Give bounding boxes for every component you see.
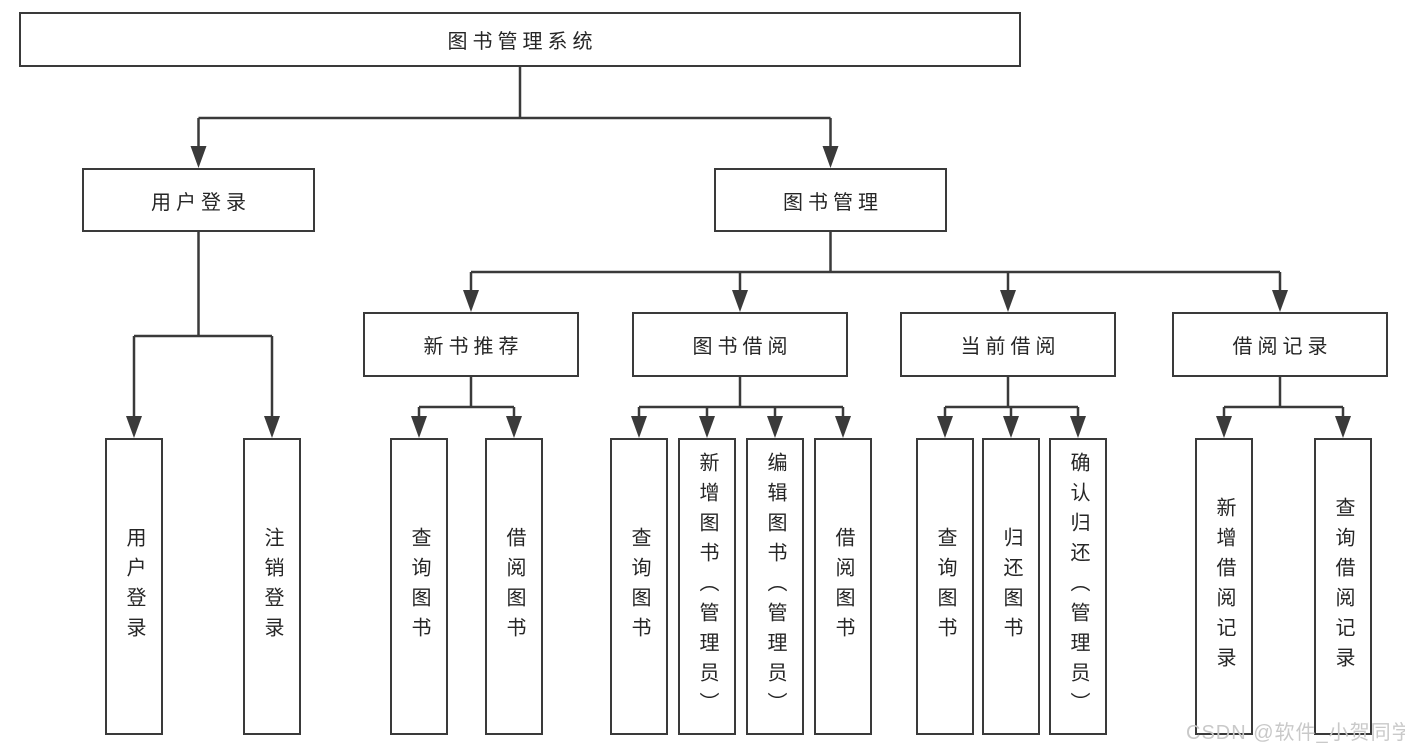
leaf-edit-book-admin-label: 编辑图书（管理员） — [764, 451, 786, 722]
leaf-borrow-books-recommend-label: 借阅图书 — [503, 526, 525, 647]
leaf-borrow-books-label: 借阅图书 — [832, 526, 854, 647]
leaf-return-book: 归还图书 — [982, 438, 1040, 735]
leaf-query-books-borrow-label: 查询图书 — [628, 526, 650, 647]
leaf-add-borrow-record: 新增借阅记录 — [1195, 438, 1253, 735]
node-book-borrow: 图书借阅 — [632, 312, 848, 377]
leaf-query-books-borrow: 查询图书 — [610, 438, 668, 735]
node-borrow-records: 借阅记录 — [1172, 312, 1388, 377]
leaf-add-borrow-record-label: 新增借阅记录 — [1213, 496, 1235, 677]
leaf-query-borrow-record: 查询借阅记录 — [1314, 438, 1372, 735]
node-new-book-recommend: 新书推荐 — [363, 312, 579, 377]
leaf-query-borrow-record-label: 查询借阅记录 — [1332, 496, 1354, 677]
leaf-borrow-books: 借阅图书 — [814, 438, 872, 735]
leaf-query-books-current-label: 查询图书 — [934, 526, 956, 647]
leaf-borrow-books-recommend: 借阅图书 — [485, 438, 543, 735]
node-library-management-system: 图书管理系统 — [19, 12, 1021, 67]
leaf-confirm-return-admin-label: 确认归还（管理员） — [1067, 451, 1089, 722]
leaf-query-books-current: 查询图书 — [916, 438, 974, 735]
leaf-user-login-label: 用户登录 — [123, 526, 145, 647]
leaf-return-book-label: 归还图书 — [1000, 526, 1022, 647]
node-book-management: 图书管理 — [714, 168, 947, 232]
leaf-query-books-recommend-label: 查询图书 — [408, 526, 430, 647]
leaf-logout: 注销登录 — [243, 438, 301, 735]
leaf-add-book-admin: 新增图书（管理员） — [678, 438, 736, 735]
leaf-confirm-return-admin: 确认归还（管理员） — [1049, 438, 1107, 735]
leaf-edit-book-admin: 编辑图书（管理员） — [746, 438, 804, 735]
leaf-query-books-recommend: 查询图书 — [390, 438, 448, 735]
leaf-user-login: 用户登录 — [105, 438, 163, 735]
csdn-watermark: CSDN @软件_小贺同学 — [1186, 722, 1405, 744]
leaf-add-book-admin-label: 新增图书（管理员） — [696, 451, 718, 722]
leaf-logout-label: 注销登录 — [261, 526, 283, 647]
node-current-borrow: 当前借阅 — [900, 312, 1116, 377]
node-user-login: 用户登录 — [82, 168, 315, 232]
